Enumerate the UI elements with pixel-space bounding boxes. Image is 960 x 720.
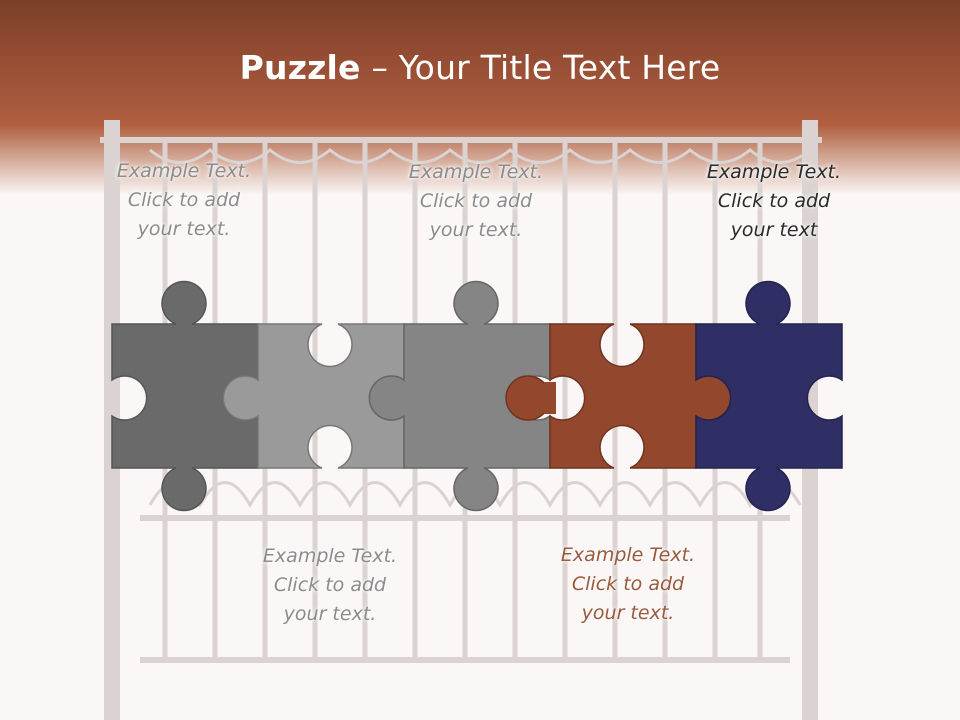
caption-3-line-3: your text.: [429, 219, 523, 241]
caption-4[interactable]: Example Text. Click to add your text.: [528, 541, 728, 628]
caption-1[interactable]: Example Text. Click to add your text.: [84, 157, 284, 244]
header-band: [0, 0, 960, 200]
puzzle-piece-5[interactable]: [695, 280, 843, 512]
caption-4-line-2: Click to add: [571, 573, 685, 595]
caption-2-line-1: Example Text.: [262, 545, 398, 567]
slide-title[interactable]: Puzzle – Your Title Text Here: [0, 48, 960, 87]
caption-1-line-2: Click to add: [127, 189, 241, 211]
caption-4-line-3: your text.: [581, 602, 675, 624]
caption-3-line-1: Example Text.: [408, 161, 544, 183]
caption-3[interactable]: Example Text. Click to add your text.: [376, 158, 576, 245]
caption-5-line-2: Click to add: [717, 190, 831, 212]
caption-3-line-2: Click to add: [419, 190, 533, 212]
puzzle-piece-4-tab-joint: [544, 382, 556, 414]
caption-2-line-3: your text.: [283, 603, 377, 625]
caption-1-line-3: your text.: [137, 218, 231, 240]
puzzle-piece-4-left-tab: [505, 375, 551, 421]
title-bold: Puzzle: [239, 48, 361, 87]
caption-1-line-1: Example Text.: [116, 160, 252, 182]
caption-4-line-1: Example Text.: [560, 544, 696, 566]
caption-5-line-1: Example Text.: [706, 161, 842, 183]
caption-2-line-2: Click to add: [273, 574, 387, 596]
caption-5[interactable]: Example Text. Click to add your text: [674, 158, 874, 245]
caption-2[interactable]: Example Text. Click to add your text.: [230, 542, 430, 629]
title-rest: – Your Title Text Here: [360, 48, 721, 87]
caption-5-line-3: your text: [730, 219, 818, 241]
